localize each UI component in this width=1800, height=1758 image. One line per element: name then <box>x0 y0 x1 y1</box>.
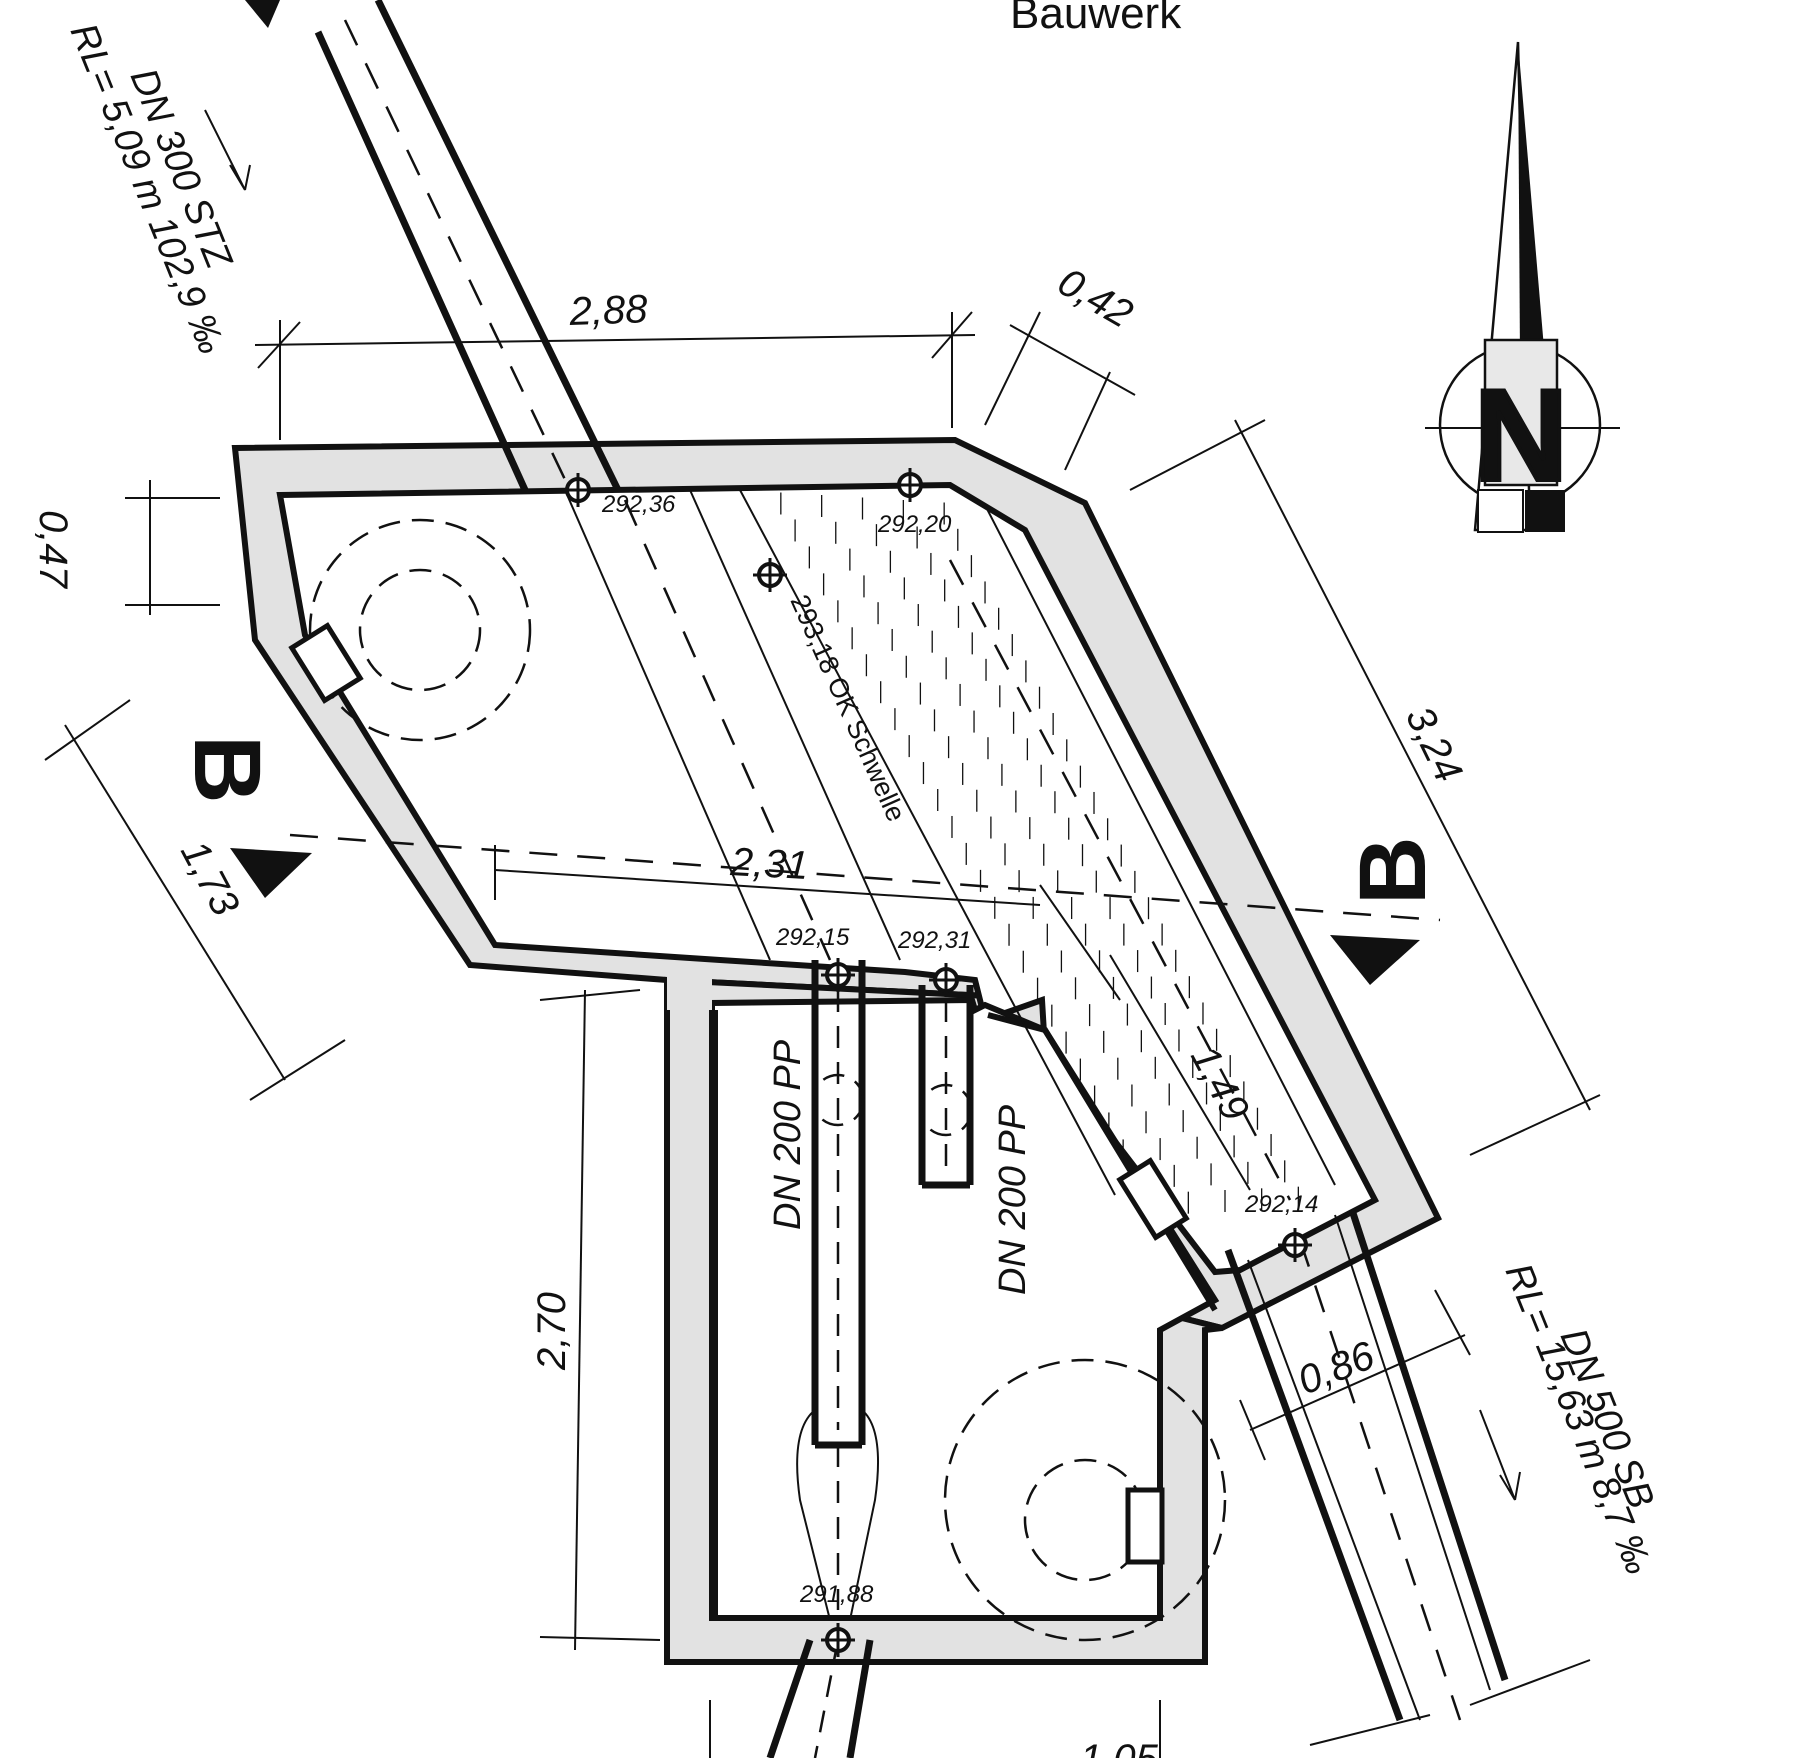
outlet-label-line2: RL= 15,63 m 8,7 ‰ <box>1497 1258 1660 1580</box>
dim-231: 2,31 <box>729 840 810 888</box>
title-label: Bauwerk <box>1010 0 1182 38</box>
elevation-point-marker <box>821 1623 855 1657</box>
elev-3: 292,15 <box>775 924 850 951</box>
section-letter-right: B <box>1340 836 1446 905</box>
threshold-edge-left <box>739 489 1116 1196</box>
elev-6: 291,88 <box>799 1581 874 1608</box>
outlet-pipe <box>948 559 1509 1722</box>
pp-pipe-right <box>918 985 974 1189</box>
dim-288: 2,88 <box>568 287 649 334</box>
pp-label-left: DN 200 PP <box>767 1039 809 1230</box>
elev-1: 292,36 <box>601 491 676 518</box>
threshold-edge-right <box>984 504 1336 1186</box>
pp-pipe-left <box>796 960 880 1621</box>
north-letter: N <box>1474 362 1568 508</box>
threshold-hatch <box>780 492 1299 1216</box>
elevation-point-marker <box>753 558 787 592</box>
bottom-outflow-pipe <box>766 1638 874 1758</box>
dimension-lines <box>44 311 1601 1758</box>
pp-fitting-left <box>811 1073 865 1127</box>
dim-173: 1,73 <box>172 834 247 923</box>
elevation-point-marker <box>893 468 927 502</box>
inlet-pipe <box>245 0 901 961</box>
elevation-point-marker <box>821 958 855 992</box>
inlet-flow-arrow <box>204 109 251 191</box>
dim-324: 3,24 <box>1397 700 1471 789</box>
elev-5: 292,14 <box>1244 1191 1318 1218</box>
elev-4: 292,31 <box>897 927 971 954</box>
pp-label-right: DN 200 PP <box>992 1104 1034 1295</box>
dim-047: 0,47 <box>31 510 75 590</box>
elevation-point-marker <box>1278 1228 1312 1262</box>
elevation-point-marker <box>561 473 595 507</box>
manhole-upper <box>288 518 532 742</box>
divider-wall <box>667 975 712 1010</box>
dim-105: 1,05 <box>1080 1737 1159 1758</box>
elevation-point-marker <box>929 963 963 997</box>
section-letter-left: B <box>174 735 280 804</box>
dim-270: 2,70 <box>530 1292 574 1371</box>
north-arrow <box>1425 41 1620 533</box>
elev-2: 292,20 <box>877 511 952 538</box>
lower-chamber-inner-edge <box>712 1010 1163 1621</box>
dim-042: 0,42 <box>1051 260 1140 337</box>
pp-fitting-right <box>919 1083 973 1137</box>
ladder-step <box>1116 1157 1190 1241</box>
outlet-flow-arrow <box>1479 1409 1521 1501</box>
elevation-markers <box>561 468 1312 1657</box>
manhole-lower <box>943 1358 1227 1642</box>
upper-chamber-interior <box>276 481 1380 1276</box>
section-line-b <box>230 833 1441 985</box>
